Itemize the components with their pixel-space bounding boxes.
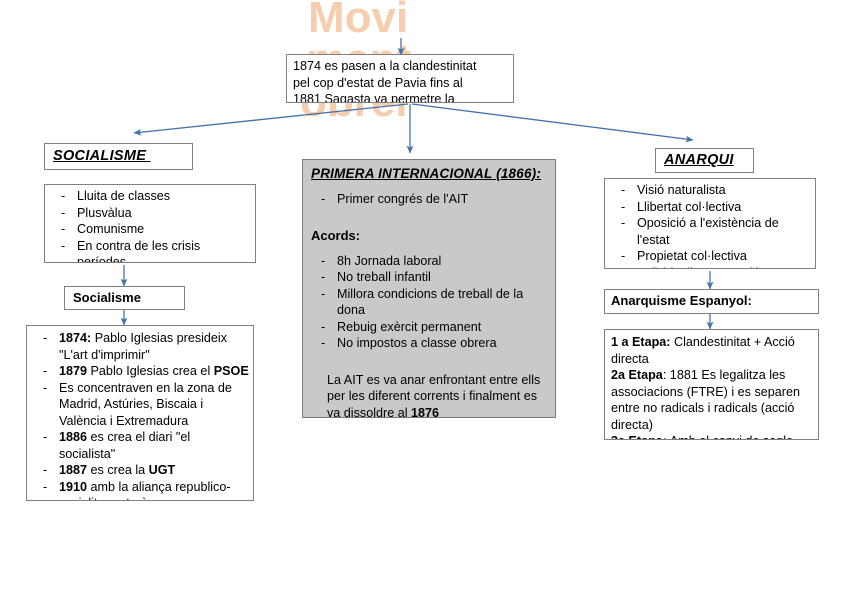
list-item: Rebuig exèrcit permanent bbox=[311, 319, 547, 336]
timeline-text: es crea la bbox=[87, 463, 149, 477]
intro-box: 1874 es pasen a la clandestinitat pel co… bbox=[286, 54, 514, 103]
list-item: 1879 Pablo Iglesias crea el PSOE bbox=[31, 363, 249, 380]
internacional-closing-year: 1876 bbox=[411, 405, 440, 418]
list-item: 1886 es crea el diari "el socialista" bbox=[31, 429, 249, 462]
socialisme-subtitle: Socialisme bbox=[73, 290, 141, 305]
anarquisme-traits-box: Visió naturalista Llibertat col·lectiva … bbox=[604, 178, 816, 269]
list-item: Es concentraven en la zona de Madrid, As… bbox=[31, 380, 249, 430]
list-item: Propietat col·lectiva bbox=[609, 248, 811, 265]
stage-text: : 1881 Es legalitza les associacions (FT… bbox=[611, 368, 800, 432]
list-item: 8h Jornada laboral bbox=[311, 253, 547, 270]
socialisme-traits-list: Lluita de classes Plusvàlua Comunisme En… bbox=[49, 188, 251, 263]
socialisme-subtitle-box: Socialisme bbox=[64, 286, 185, 310]
list-item: No impostos a classe obrera bbox=[311, 335, 547, 352]
anarquisme-traits-list: Visió naturalista Llibertat col·lectiva … bbox=[609, 182, 811, 269]
stage-label: 3a Etapa: bbox=[611, 434, 667, 439]
intro-line-1: 1874 es pasen a la clandestinitat bbox=[293, 59, 477, 73]
timeline-year: 1874: bbox=[59, 331, 92, 345]
arrow-intro-to-anarquisme bbox=[411, 103, 694, 143]
list-item: Millora condicions de treball de la dona bbox=[311, 286, 547, 319]
stage-label: 1 a Etapa: bbox=[611, 335, 671, 349]
list-item: Lluita de classes bbox=[49, 188, 251, 205]
timeline-text: es crea el diari "el socialista" bbox=[59, 430, 191, 461]
timeline-bold-tail: PSOE bbox=[213, 364, 249, 378]
watermark-line-1: Movi bbox=[308, 0, 409, 42]
stage-text: Clandestinitat + Acció directa bbox=[611, 335, 795, 366]
stage-label: 2a Etapa bbox=[611, 368, 663, 382]
list-item: No treball infantil bbox=[311, 269, 547, 286]
stage-text: Amb el canvi de segle defensen la lluita bbox=[611, 434, 793, 439]
socialisme-title: SOCIALISME bbox=[53, 148, 151, 164]
anarquisme-stages-box: 1 a Etapa: Clandestinitat + Acció direct… bbox=[604, 329, 819, 440]
acords-list: 8h Jornada laboral No treball infantil M… bbox=[311, 253, 547, 352]
anarquisme-subtitle: Anarquisme Espanyol: bbox=[611, 293, 752, 308]
list-item: 1910 amb la aliança republico-socialita … bbox=[31, 479, 249, 501]
list-item: Comunisme bbox=[49, 221, 251, 238]
intro-line-3: 1881 Sagasta va permetre la bbox=[293, 92, 455, 103]
timeline-text: Es concentraven en la zona de Madrid, As… bbox=[59, 380, 232, 428]
anarquisme-title-box: ANARQUI bbox=[655, 148, 754, 173]
list-item: 1887 es crea la UGT bbox=[31, 462, 249, 479]
list-item: Plusvàlua bbox=[49, 205, 251, 222]
list-item: En contra de les crisis períodes bbox=[49, 238, 251, 263]
anarquisme-title: ANARQUI bbox=[664, 152, 734, 168]
timeline-year: 1910 bbox=[59, 479, 88, 494]
timeline-text: amb la aliança republico-socialita porta… bbox=[59, 479, 231, 501]
timeline-text: Pablo Iglesias crea el bbox=[87, 364, 214, 378]
primera-internacional-title: PRIMERA INTERNACIONAL (1866): bbox=[311, 166, 542, 181]
socialisme-traits-box: Lluita de classes Plusvàlua Comunisme En… bbox=[44, 184, 256, 263]
acords-label: Acords: bbox=[311, 227, 361, 243]
list-item: Visió naturalista bbox=[609, 182, 811, 199]
timeline-year: 1879 bbox=[59, 364, 88, 378]
socialisme-title-box: SOCIALISME bbox=[44, 143, 193, 170]
timeline-bold-tail: UGT bbox=[148, 463, 176, 477]
stage-row: 3a Etapa: Amb el canvi de segle defensen… bbox=[611, 433, 812, 439]
stage-row: 1 a Etapa: Clandestinitat + Acció direct… bbox=[611, 334, 812, 367]
primera-internacional-box: PRIMERA INTERNACIONAL (1866): Primer con… bbox=[302, 159, 556, 418]
list-item: Oposició a l'existència de l'estat bbox=[609, 215, 811, 248]
timeline-year: 1887 bbox=[59, 463, 88, 477]
list-item: Llibertat col·lectiva bbox=[609, 199, 811, 216]
socialisme-timeline-list: 1874: Pablo Iglesias presideix "L'art d'… bbox=[31, 330, 249, 501]
internacional-closing: La AIT es va anar enfrontant entre ells … bbox=[311, 372, 547, 418]
socialisme-timeline-box: 1874: Pablo Iglesias presideix "L'art d'… bbox=[26, 325, 254, 501]
internacional-closing-text: La AIT es va anar enfrontant entre ells … bbox=[327, 372, 541, 418]
timeline-year: 1886 bbox=[59, 430, 88, 444]
intro-line-2: pel cop d'estat de Pavia fins al bbox=[293, 75, 463, 90]
list-item: 1874: Pablo Iglesias presideix "L'art d'… bbox=[31, 330, 249, 363]
timeline-text: Pablo Iglesias presideix "L'art d'imprim… bbox=[59, 331, 228, 362]
list-item: Primer congrés de l'AIT bbox=[311, 191, 547, 208]
anarquisme-subtitle-box: Anarquisme Espanyol: bbox=[604, 289, 819, 314]
list-item: Individualismes, acció bbox=[609, 265, 811, 269]
stage-row: 2a Etapa: 1881 Es legalitza les associac… bbox=[611, 367, 812, 433]
internacional-first-list: Primer congrés de l'AIT bbox=[311, 191, 547, 208]
